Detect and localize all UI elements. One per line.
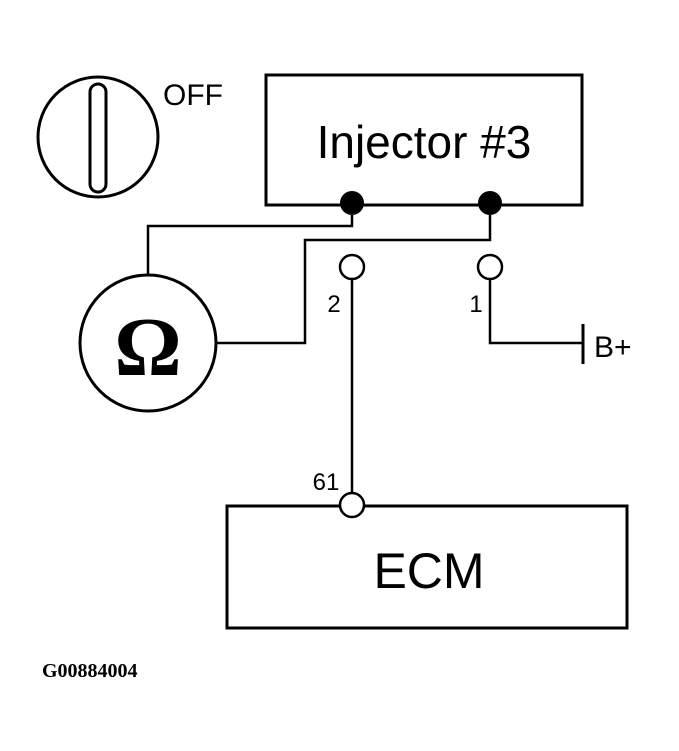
- injector-label: Injector #3: [317, 116, 532, 168]
- ignition-switch: [36, 75, 160, 199]
- ohm-icon: Ω: [114, 301, 181, 394]
- ecm-box: [225, 504, 629, 630]
- injector-box: [264, 73, 584, 207]
- injector-terminal-left: [340, 191, 364, 215]
- ecm-label: ECM: [373, 543, 484, 599]
- wire-meter-to-injector-right: [216, 215, 492, 345]
- ecm-pin-label: 61: [313, 469, 340, 496]
- pin-1-label: 1: [469, 291, 482, 318]
- ecm-terminal-61: [338, 491, 366, 519]
- pin-2-label: 2: [327, 291, 340, 318]
- switch-position-label: OFF: [163, 79, 223, 112]
- connector-pin-2: [338, 253, 366, 281]
- wire-pin1-to-battery: [488, 279, 582, 345]
- injector-terminal-right: [478, 191, 502, 215]
- battery-label: B+: [594, 331, 632, 364]
- connector-pin-1: [476, 253, 504, 281]
- switch-key-slot: [88, 82, 108, 194]
- wire-meter-to-injector-left: [146, 215, 354, 275]
- figure-id: G00884004: [42, 660, 138, 682]
